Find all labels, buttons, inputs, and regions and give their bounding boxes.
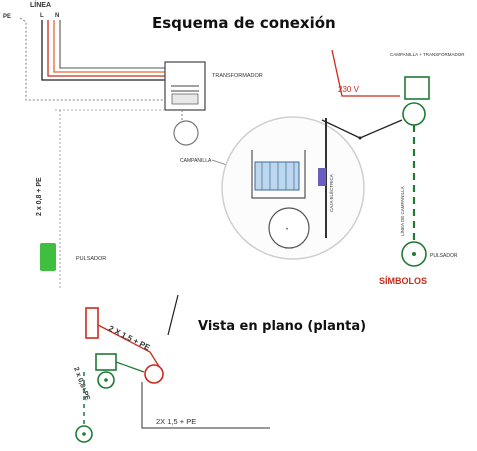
bell-wires	[55, 109, 183, 290]
bell-circle-small	[173, 120, 199, 146]
plan-bell	[144, 364, 164, 384]
transformer-label: TRANSFORMADOR	[212, 73, 263, 79]
junction-dot	[358, 136, 362, 140]
symbols-title: SÍMBOLOS	[379, 276, 427, 286]
plan-transformer	[85, 307, 99, 339]
bell-transformer-label: CAMPANILLA + TRANSFORMADOR	[390, 52, 465, 57]
plan-box	[95, 353, 117, 371]
plan-feed-line	[167, 294, 179, 336]
plan-button-dot	[82, 432, 86, 436]
vertical-cable-label: 2 x 0,8 + PE	[36, 177, 43, 216]
incoming-wires	[19, 17, 165, 101]
plan-bottom-cable	[141, 382, 270, 429]
n-label: N	[55, 13, 59, 19]
bell-conn-label: LÍNEA DE CAMPANILLA	[399, 186, 405, 236]
bell-label: CAMPANILLA	[180, 158, 212, 164]
symbol-bell	[402, 102, 426, 126]
plan-cable-red-label: 2 X 1,5 + PE	[107, 324, 152, 353]
symbol-transformer	[404, 76, 430, 100]
symbol-button-dot	[412, 252, 416, 256]
bell-gong	[268, 207, 310, 249]
bell-coil	[254, 161, 300, 191]
plan-title: Vista en plano (planta)	[198, 319, 366, 334]
bell-pivot	[318, 168, 326, 186]
push-button-label: PULSADOR	[76, 256, 106, 262]
main-title: Esquema de conexión	[152, 14, 336, 32]
line-label: LÍNEA	[30, 0, 51, 9]
push-button	[40, 243, 56, 271]
plan-symbol-dot	[104, 378, 108, 382]
voltage-wire	[331, 49, 400, 97]
plan-cable-bottom-label: 2X 1,5 + PE	[156, 417, 196, 426]
voltage-label: 230 V	[338, 85, 360, 94]
transformer	[164, 61, 206, 111]
bell-magnifier: •	[221, 116, 365, 260]
bell-gong-center: •	[286, 227, 288, 233]
l-label: L	[40, 13, 44, 19]
box-label: CAJA ELÉCTRICA	[328, 174, 334, 212]
plan-cable-green-label: 2 x 0,8+PE	[72, 366, 91, 401]
plan-red-cable	[97, 324, 161, 369]
plan-box-link	[115, 361, 145, 373]
pe-label: PE	[3, 14, 11, 20]
bell-transformer-text: CAMPANILLA + TRANSFORMADOR	[390, 52, 465, 57]
symbol-button-label: PULSADOR	[430, 253, 458, 259]
